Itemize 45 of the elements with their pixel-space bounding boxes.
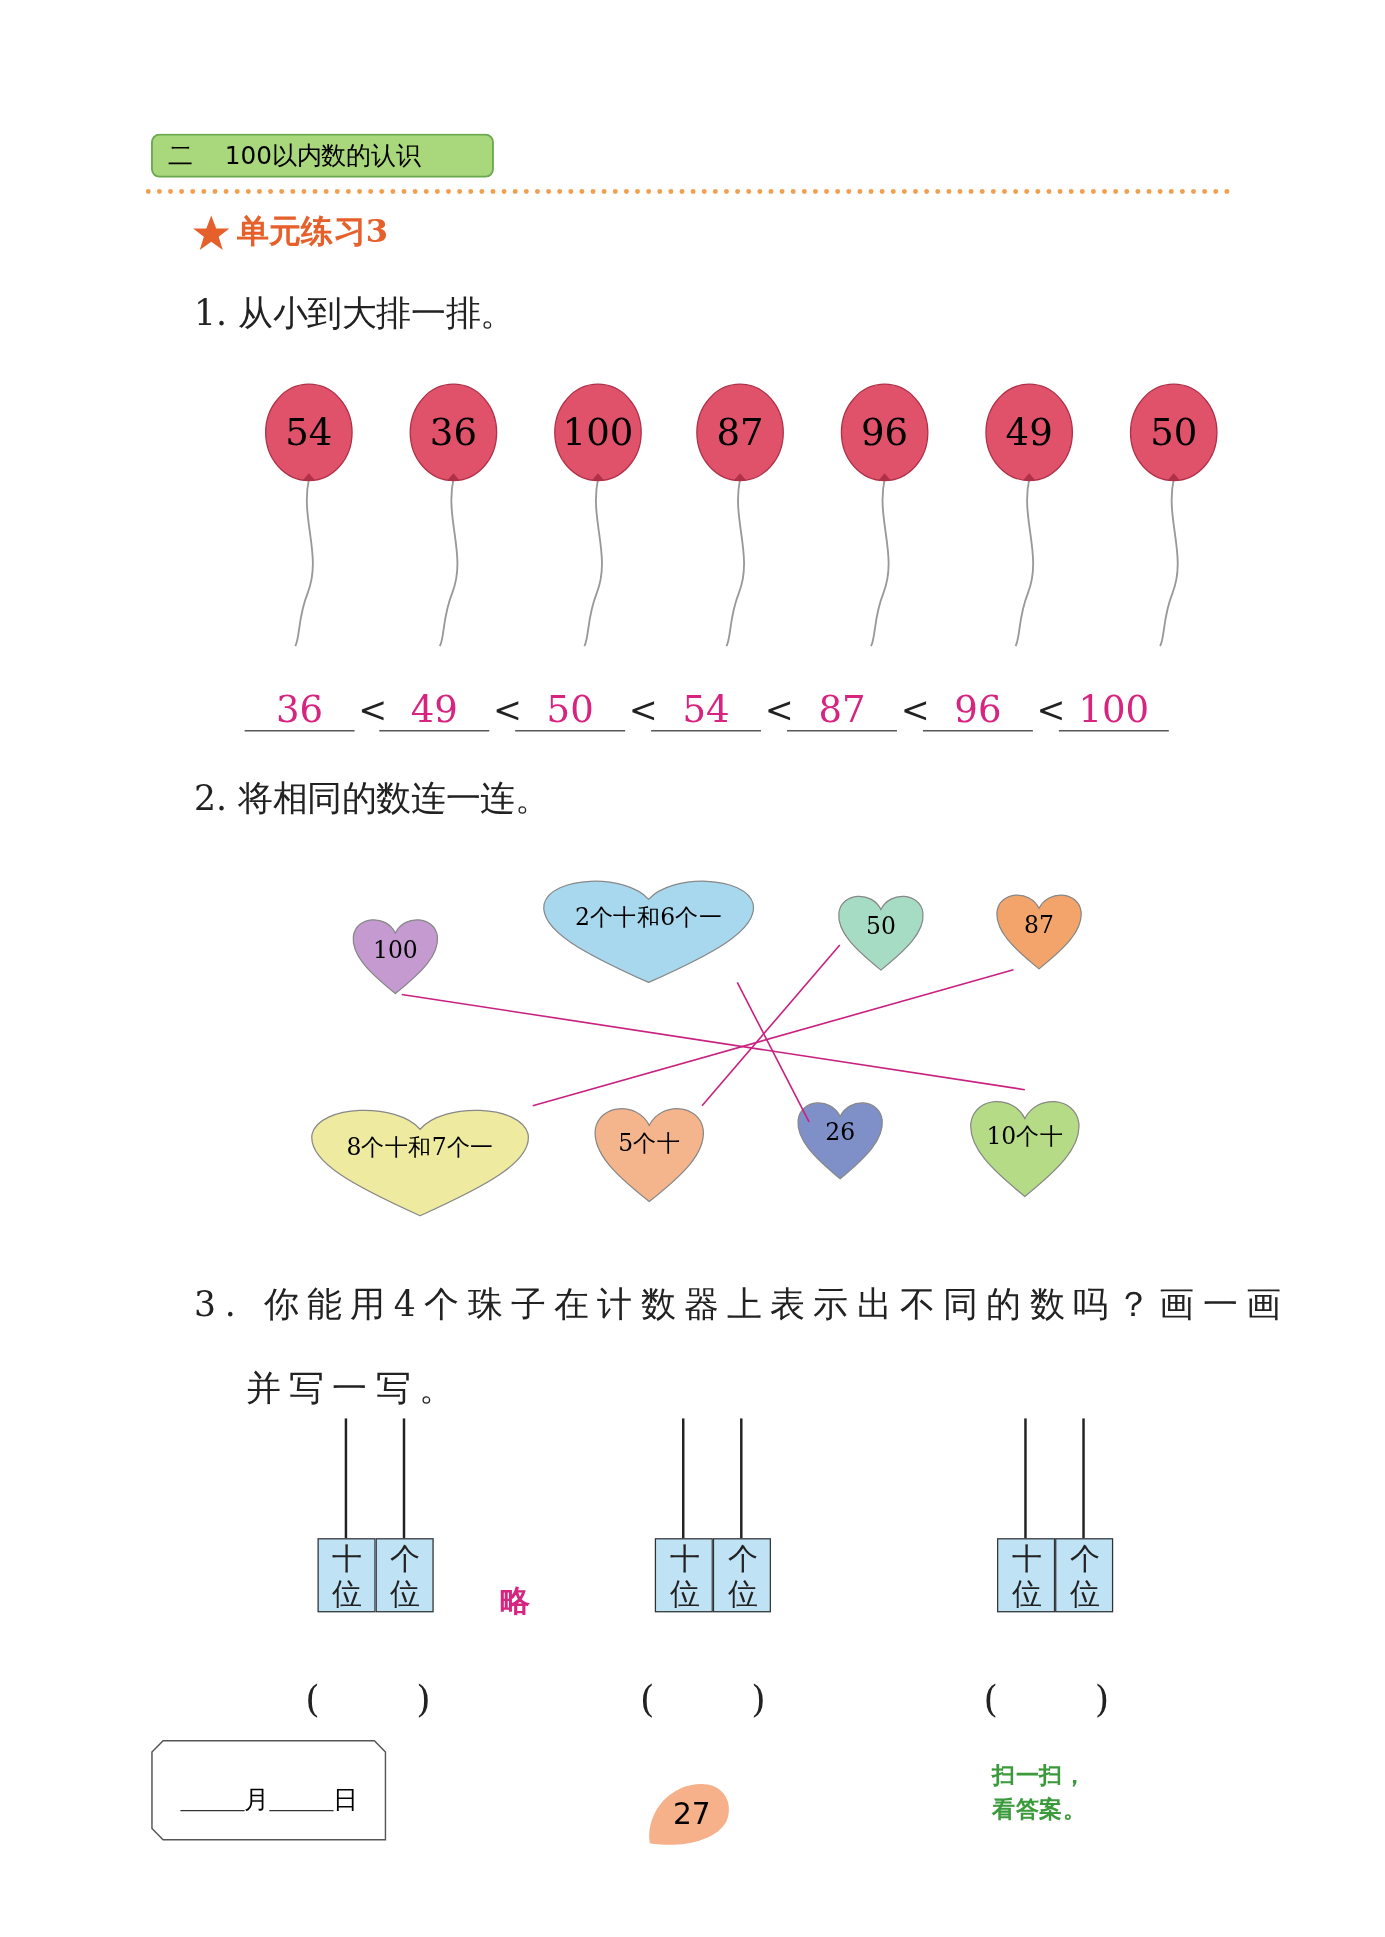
question-text: 1. 从小到大排一排。 xyxy=(193,291,515,336)
month-label: 月 xyxy=(244,1783,269,1816)
parenthesis: ) xyxy=(416,1677,431,1722)
question-text: 2. 将相同的数连一连。 xyxy=(193,777,550,822)
place-value-label: 个位 xyxy=(1055,1538,1114,1613)
heart-text: 5个十 xyxy=(618,1128,681,1159)
date-box xyxy=(150,1739,387,1841)
matching-line xyxy=(531,968,1015,1107)
chapter-heading-band xyxy=(150,133,495,178)
balloon-number: 100 xyxy=(561,410,635,454)
parenthesis: ) xyxy=(751,1677,766,1722)
heart-text: 8个十和7个一 xyxy=(346,1131,494,1163)
heart-text: 100 xyxy=(372,935,418,963)
parenthesis: ( xyxy=(983,1677,998,1722)
place-value-label: 十位 xyxy=(317,1538,376,1613)
scan-hint-text: 扫一扫，看答案。 xyxy=(992,1759,1087,1825)
balloon-number: 50 xyxy=(1149,410,1199,454)
heart-text: 87 xyxy=(1024,910,1054,938)
place-value-label: 个位 xyxy=(375,1538,434,1613)
chapter-number: 二 xyxy=(168,139,193,172)
parenthesis: ( xyxy=(640,1677,655,1722)
answer-note: 略 xyxy=(500,1581,531,1621)
chapter-title: 100以内数的认识 xyxy=(224,139,421,172)
matching-line xyxy=(701,944,841,1107)
answer-number: 36 xyxy=(244,686,355,732)
day-label: 日 xyxy=(332,1783,358,1816)
balloon-number: 96 xyxy=(860,410,910,454)
place-value-label: 个位 xyxy=(712,1538,771,1613)
place-value-label: 十位 xyxy=(654,1538,713,1613)
balloon-number: 36 xyxy=(428,410,478,454)
place-value-label: 十位 xyxy=(997,1538,1056,1613)
question-text: 3. 你能用4个珠子在计数器上表示出不同的数吗？画一画并写一写。 xyxy=(193,1282,1291,1411)
parenthesis: ( xyxy=(305,1677,320,1722)
balloon-number: 87 xyxy=(715,410,765,454)
parenthesis: ) xyxy=(1094,1677,1110,1722)
matching-line xyxy=(736,981,810,1123)
heart-text: 10个十 xyxy=(986,1120,1064,1151)
matching-line xyxy=(400,993,1026,1091)
page-number: 27 xyxy=(673,1796,711,1831)
heart-text: 2个十和6个一 xyxy=(575,902,723,933)
heart-text: 26 xyxy=(825,1118,856,1146)
balloon-number: 54 xyxy=(284,410,334,454)
heart-text: 50 xyxy=(865,911,896,939)
balloon-number: 49 xyxy=(1004,410,1054,454)
section-heading: 单元练习3 xyxy=(237,211,389,252)
